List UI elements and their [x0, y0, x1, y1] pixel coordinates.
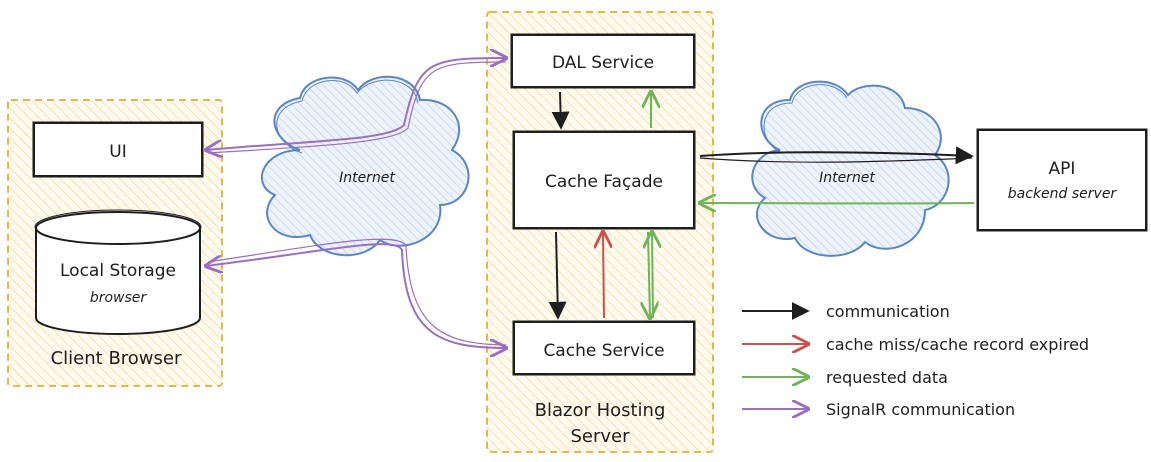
internet-left-label: Internet: [339, 170, 395, 186]
local-storage-sublabel: browser: [90, 290, 148, 306]
ui-dal-signalr-arrow: [206, 58, 506, 150]
legend-label-signalr: SignalR communication: [826, 400, 1015, 419]
internet-cloud-left: Internet: [260, 75, 470, 257]
ui-label: UI: [109, 142, 126, 162]
client-browser-label: Client Browser: [51, 348, 182, 369]
internet-cloud-right: Internet: [751, 80, 950, 257]
dal-service-label: DAL Service: [552, 53, 654, 73]
api-box: API backend server: [976, 128, 1148, 232]
server-arrows: [548, 91, 653, 320]
cache-facade-label: Cache Façade: [545, 172, 663, 192]
cache-service-label: Cache Service: [543, 341, 664, 361]
ui-box: UI: [32, 121, 204, 178]
legend-label-cache-miss: cache miss/cache record expired: [826, 335, 1089, 354]
api-sublabel: backend server: [1008, 186, 1118, 202]
blazor-server-label-1: Blazor Hosting: [535, 400, 666, 421]
storage-cache-signalr-arrow: [206, 243, 506, 348]
cache-miss-arrow: [603, 232, 604, 319]
local-storage-cylinder: Local Storage browser: [34, 209, 202, 335]
dal-to-facade-arrow: [551, 91, 570, 130]
legend-label-requested-data: requested data: [826, 368, 948, 387]
facade-to-api-arrow: [699, 146, 974, 165]
internet-right-label: Internet: [819, 170, 875, 186]
facade-api-arrows: [699, 146, 975, 203]
facade-to-cache-service-arrow: [548, 231, 567, 320]
api-label: API: [1049, 159, 1076, 179]
blazor-server-label-2: Server: [570, 426, 630, 447]
signalr-arrows: [206, 58, 506, 348]
cache-service-box: Cache Service: [512, 320, 696, 376]
cache-facade-box: Cache Façade: [512, 130, 696, 230]
legend-label-communication: communication: [826, 302, 950, 321]
legend: communication cache miss/cache record ex…: [742, 302, 1089, 419]
dal-service-box: DAL Service: [510, 33, 696, 89]
local-storage-label: Local Storage: [60, 261, 176, 281]
data-up-arrow: [652, 232, 653, 319]
